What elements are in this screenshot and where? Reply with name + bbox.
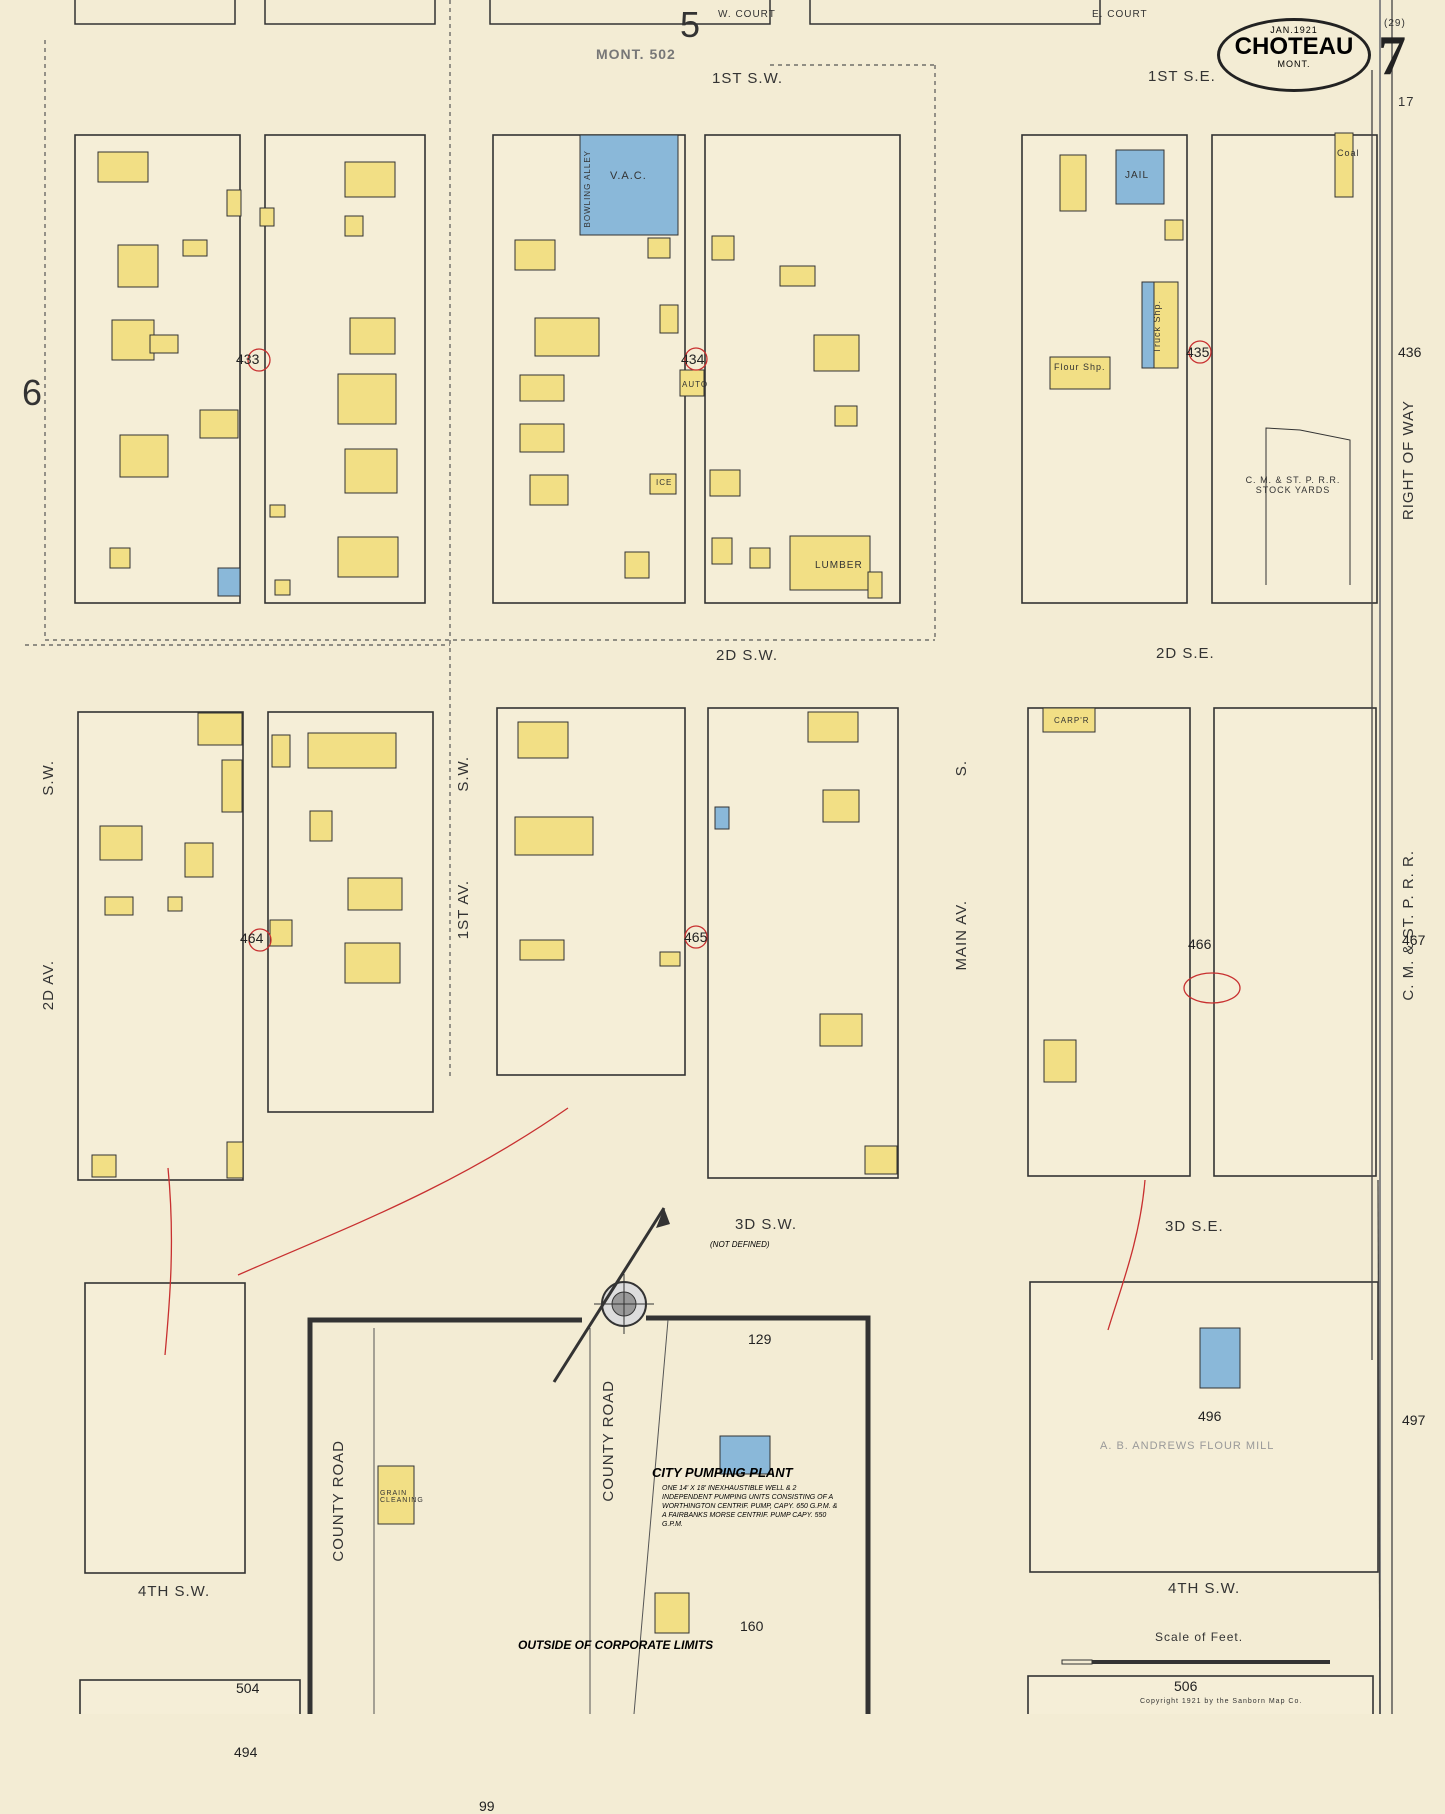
flour-shop-label: Flour Shp. bbox=[1054, 362, 1106, 372]
outside-corporate-limits: OUTSIDE OF CORPORATE LIMITS bbox=[518, 1638, 714, 1652]
brick-buildings bbox=[217, 134, 1241, 1475]
map-date: JAN.1921 bbox=[1270, 25, 1318, 35]
pumping-description: ONE 14' X 18' INEXHAUSTIBLE WELL & 2 IND… bbox=[662, 1485, 838, 1528]
street-1st-se: 1ST S.E. bbox=[1148, 68, 1216, 85]
street-3d-se: 3D S.E. bbox=[1165, 1218, 1224, 1235]
railroad-tracks bbox=[1371, 0, 1393, 1715]
street-3d-sw: 3D S.W. bbox=[735, 1216, 798, 1233]
adjoining-sheet-6: 6 bbox=[22, 372, 44, 413]
map-drawing bbox=[25, 0, 1393, 1814]
jail-label: JAIL bbox=[1125, 170, 1150, 181]
truck-shop-label: Truck Shp. bbox=[1152, 300, 1162, 354]
street-1st-av: 1ST AV. bbox=[455, 880, 472, 940]
map-title-cartouche: JAN.1921 CHOTEAU MONT. bbox=[1217, 18, 1371, 92]
sheet-number: 7 bbox=[1378, 25, 1406, 87]
street-2d-se: 2D S.E. bbox=[1156, 645, 1215, 662]
block-435: 435 bbox=[1186, 344, 1210, 360]
carpenter-label: CARP'R bbox=[1054, 716, 1090, 725]
block-506: 506 bbox=[1174, 1678, 1198, 1694]
street-county-road-2: COUNTY ROAD bbox=[600, 1380, 617, 1502]
bowling-alley-label: BOWLING ALLEY bbox=[583, 150, 592, 228]
block-466: 466 bbox=[1188, 936, 1212, 952]
sheet-ref-17: 17 bbox=[1398, 94, 1415, 109]
street-e-court: E. COURT bbox=[1092, 9, 1148, 20]
flour-mill-label: A. B. ANDREWS FLOUR MILL bbox=[1100, 1440, 1275, 1452]
block-496: 496 bbox=[1198, 1408, 1222, 1424]
street-2d-av: 2D AV. bbox=[40, 960, 57, 1011]
copyright-label: Copyright 1921 by the Sanborn Map Co. bbox=[1140, 1698, 1303, 1705]
block-129: 129 bbox=[748, 1331, 772, 1347]
block-467: 467 bbox=[1402, 932, 1426, 948]
street-w-court: W. COURT bbox=[718, 9, 776, 20]
street-1st-av-sw: S.W. bbox=[455, 756, 472, 792]
street-main-av-s: S. bbox=[953, 760, 970, 777]
block-433: 433 bbox=[236, 351, 260, 367]
street-2d-av-sw: S.W. bbox=[40, 760, 57, 796]
railroad-label: C. M. & ST. P. R. R. bbox=[1400, 850, 1417, 1001]
street-1st-sw: 1ST S.W. bbox=[712, 70, 784, 87]
block-99: 99 bbox=[479, 1798, 495, 1814]
city-pumping-plant-label: CITY PUMPING PLANT bbox=[652, 1465, 793, 1480]
block-494: 494 bbox=[234, 1744, 258, 1760]
grain-cleaning-label: GRAIN CLEANING bbox=[380, 1490, 424, 1504]
compass-rose bbox=[552, 1207, 670, 1383]
auto-label: AUTO bbox=[682, 380, 709, 389]
lumber-label: LUMBER bbox=[815, 560, 863, 571]
street-county-road-1: COUNTY ROAD bbox=[330, 1440, 347, 1562]
mont-ref: MONT. 502 bbox=[596, 46, 676, 62]
street-main-av: MAIN AV. bbox=[953, 900, 970, 971]
block-504: 504 bbox=[236, 1680, 260, 1696]
sanborn-map bbox=[25, 0, 1393, 1814]
not-defined-label: (NOT DEFINED) bbox=[710, 1240, 770, 1249]
street-4th-sw-left: 4TH S.W. bbox=[138, 1583, 211, 1600]
right-of-way-label: RIGHT OF WAY bbox=[1400, 400, 1417, 521]
ice-label: ICE bbox=[656, 478, 673, 487]
coal-label: Coal bbox=[1337, 148, 1360, 158]
vac-label: V.A.C. bbox=[610, 170, 647, 182]
block-436: 436 bbox=[1398, 344, 1422, 360]
block-160: 160 bbox=[740, 1618, 764, 1634]
city-blocks bbox=[74, 134, 1379, 1721]
scale-bar bbox=[1061, 1659, 1330, 1665]
adjoining-sheet-5: 5 bbox=[680, 4, 702, 45]
stock-yards-label: C. M. & ST. P. R.R. STOCK YARDS bbox=[1245, 475, 1341, 495]
town-name: CHOTEAU bbox=[1234, 33, 1354, 60]
corporate-boundary bbox=[307, 1315, 871, 1714]
sheet-ref-29: (29) bbox=[1384, 18, 1406, 29]
block-434: 434 bbox=[681, 351, 705, 367]
street-4th-sw-right: 4TH S.W. bbox=[1168, 1580, 1241, 1597]
block-464: 464 bbox=[240, 930, 264, 946]
block-465: 465 bbox=[684, 929, 708, 945]
scale-label: Scale of Feet. bbox=[1155, 1630, 1244, 1644]
block-497: 497 bbox=[1402, 1412, 1426, 1428]
street-2d-sw: 2D S.W. bbox=[716, 647, 779, 664]
state-name: MONT. bbox=[1277, 59, 1311, 69]
